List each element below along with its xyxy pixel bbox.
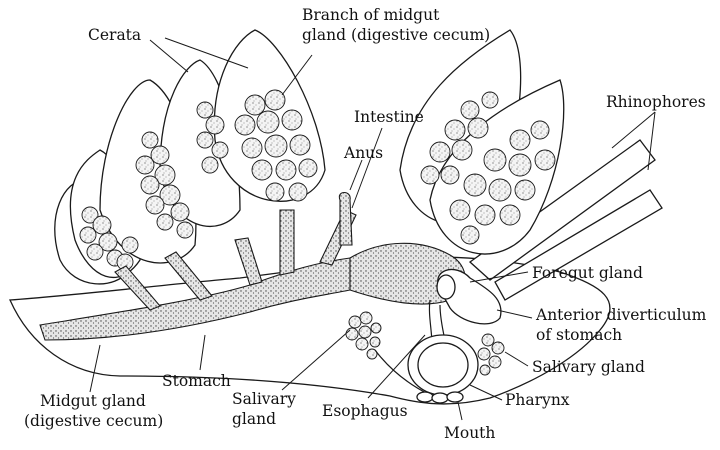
pharynx [408, 335, 478, 395]
label-anterior-diverticulum-2: of stomach [536, 326, 622, 344]
label-anus: Anus [343, 144, 383, 162]
label-anterior-diverticulum-1: Anterior diverticulum [535, 306, 707, 324]
mouth-region [417, 392, 463, 403]
label-intestine: Intestine [354, 108, 424, 126]
label-foregut-gland: Foregut gland [532, 264, 643, 282]
label-pharynx: Pharynx [505, 391, 570, 409]
label-cerata: Cerata [88, 26, 141, 44]
label-salivary-gland-bottom-1: Salivary [232, 390, 296, 408]
label-salivary-gland-bottom-2: gland [232, 410, 276, 428]
label-midgut-gland-1: Midgut gland [40, 392, 146, 410]
label-esophagus: Esophagus [322, 402, 408, 420]
label-rhinophores: Rhinophores [606, 93, 706, 111]
label-salivary-gland-right: Salivary gland [532, 358, 645, 376]
label-mouth: Mouth [444, 424, 495, 442]
label-branch-midgut-1: Branch of midgut [302, 6, 440, 24]
label-midgut-gland-2: (digestive cecum) [24, 412, 163, 430]
label-stomach: Stomach [162, 372, 231, 390]
label-branch-midgut-2: gland (digestive cecum) [302, 26, 490, 44]
